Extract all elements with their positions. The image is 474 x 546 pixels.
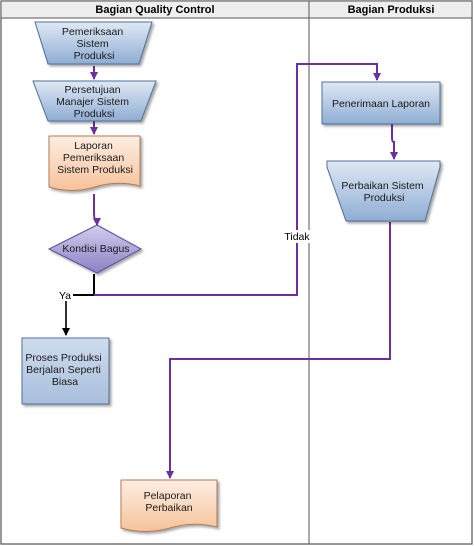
lane-title-produksi: Bagian Produksi (348, 4, 435, 16)
node-penerimaan-laporan-label: Penerimaan Laporan (332, 98, 430, 110)
edge-laporan-kondisi (93, 194, 101, 226)
node-pemeriksaan[interactable] (34, 21, 153, 65)
edge-no (94, 63, 381, 296)
node-laporan-pemeriksaan[interactable] (48, 135, 141, 191)
node-kondisi-bagus-label: Kondisi Bagus (62, 243, 129, 255)
node-pelaporan-perbaikan-label: Pelaporan Perbaikan (144, 490, 195, 514)
lane-title-quality-control: Bagian Quality Control (95, 4, 214, 16)
edge-label-yes-group: Ya (57, 289, 73, 302)
node-perbaikan-sistem-label: Perbaikan Sistem Produksi (341, 180, 426, 204)
edge-perbaikan-pelaporan (166, 222, 391, 479)
node-laporan-pemeriksaan-label: Laporan Pemeriksaan Sistem Produksi (57, 140, 133, 176)
node-persetujuan[interactable] (32, 80, 157, 122)
node-penerimaan-laporan[interactable] (321, 81, 441, 125)
edge-penerimaan-perbaikan (390, 124, 398, 160)
node-pelaporan-perbaikan[interactable] (120, 479, 218, 532)
node-pemeriksaan-label: Pemeriksaan Sistem Produksi (62, 26, 126, 62)
node-persetujuan-label: Persetujuan Manajer Sistem Produksi (56, 84, 132, 120)
edge-label-no: Tidak (284, 231, 310, 243)
node-proses-produksi-label: Proses Produksi Berjalan Seperti Biasa (25, 352, 104, 388)
node-kondisi-bagus[interactable] (47, 224, 143, 274)
edge-label-no-group: Tidak (282, 230, 312, 243)
node-proses-produksi[interactable] (21, 337, 110, 405)
edge-label-yes: Ya (59, 290, 71, 302)
node-perbaikan-sistem[interactable] (326, 160, 441, 222)
